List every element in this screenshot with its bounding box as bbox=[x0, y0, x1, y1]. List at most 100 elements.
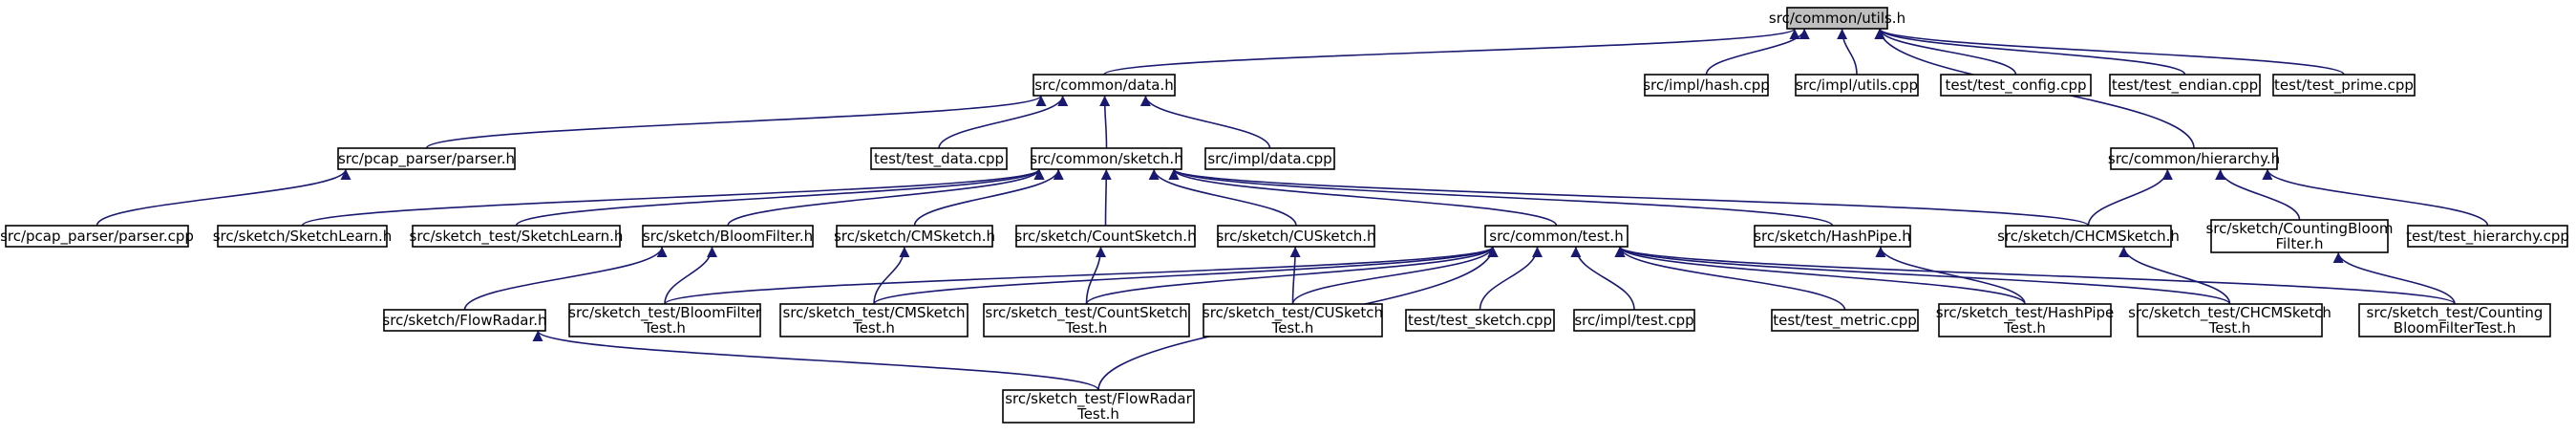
node-box bbox=[1940, 74, 2092, 97]
node-testmetric[interactable]: test/test_metric.cpp bbox=[1771, 309, 1919, 332]
node-label: src/common/data.h bbox=[1034, 76, 1173, 94]
edge-datacpp-to-data bbox=[1139, 95, 1271, 149]
node-box bbox=[983, 303, 1190, 337]
edge-flowradar-to-bloom bbox=[463, 246, 668, 311]
node-box bbox=[337, 147, 516, 170]
node-label: src/sketch_test/CMSketch bbox=[782, 304, 965, 322]
node-box bbox=[1754, 225, 1911, 248]
node-testdata[interactable]: test/test_data.cpp bbox=[870, 147, 1008, 170]
node-box bbox=[383, 309, 546, 332]
node-testconfig[interactable]: test/test_config.cpp bbox=[1940, 74, 2092, 97]
node-parsercpp[interactable]: src/pcap_parser/parser.cpp bbox=[0, 225, 194, 248]
node-box bbox=[412, 225, 621, 248]
node-testh[interactable]: src/common/test.h bbox=[1484, 225, 1629, 248]
node-box bbox=[1573, 309, 1695, 332]
edge-tcount-to-testh bbox=[1085, 246, 1499, 305]
node-box bbox=[5, 225, 189, 248]
edge-cus-to-sketch bbox=[1148, 168, 1297, 227]
node-box bbox=[2137, 303, 2323, 337]
edge-tflowradar-to-flowradar bbox=[532, 330, 1099, 391]
node-utils[interactable]: src/common/utils.h bbox=[1769, 7, 1905, 30]
edge-testendian-to-utils bbox=[1874, 28, 2186, 76]
node-label: test/test_endian.cpp bbox=[2112, 76, 2258, 95]
node-box bbox=[1644, 74, 1769, 97]
node-tcountingbloom[interactable]: src/sketch_test/CountingBloomFilterTest.… bbox=[2358, 303, 2551, 337]
node-label: Test.h bbox=[1271, 319, 1314, 337]
node-testsketchcpp[interactable]: test/test_sketch.cpp bbox=[1405, 309, 1555, 332]
edge-parsercpp-to-parserh bbox=[96, 168, 351, 227]
node-box bbox=[836, 225, 993, 248]
node-bloom[interactable]: src/sketch/BloomFilter.h bbox=[642, 225, 814, 248]
node-label: src/sketch_test/HashPipe bbox=[1936, 304, 2115, 322]
node-parserh[interactable]: src/pcap_parser/parser.h bbox=[337, 147, 516, 170]
node-hashcpp[interactable]: src/impl/hash.cpp bbox=[1643, 74, 1770, 97]
edge-tcountingbloom-to-testh bbox=[1614, 246, 2456, 305]
node-label: src/pcap_parser/parser.h bbox=[338, 150, 515, 168]
edge-hashcpp-to-utils bbox=[1705, 28, 1810, 76]
edge-sketchlearn-to-sketch bbox=[301, 168, 1045, 227]
node-testhier[interactable]: test/test_hierarchy.cpp bbox=[2406, 225, 2569, 248]
node-label: Test.h bbox=[1065, 319, 1108, 337]
node-label: test/test_prime.cpp bbox=[2274, 76, 2414, 95]
node-box bbox=[779, 303, 969, 337]
node-testcpp[interactable]: src/impl/test.cpp bbox=[1573, 309, 1695, 332]
node-utilscpp[interactable]: src/impl/utils.cpp bbox=[1795, 74, 1919, 97]
node-label: test/test_data.cpp bbox=[874, 150, 1004, 168]
edge-bloom-to-sketch bbox=[727, 168, 1045, 227]
edge-testhier-to-hierarchy bbox=[2262, 168, 2489, 227]
node-label: src/pcap_parser/parser.cpp bbox=[0, 228, 194, 246]
edge-data-to-utils bbox=[1103, 28, 1800, 76]
node-sketchlearn[interactable]: src/sketch/SketchLearn.h bbox=[213, 225, 393, 248]
node-box bbox=[2358, 303, 2551, 337]
node-tbloom[interactable]: src/sketch_test/BloomFilterTest.h bbox=[568, 303, 762, 337]
node-chcm[interactable]: src/sketch/CHCMSketch.h bbox=[1997, 225, 2180, 248]
edge-parserh-to-data bbox=[425, 95, 1047, 149]
edge-count-to-sketch bbox=[1100, 168, 1112, 227]
nodes-layer: src/common/utils.h src/common/data.h src/i… bbox=[0, 7, 2569, 424]
node-box bbox=[1203, 303, 1383, 337]
node-label: src/common/utils.h bbox=[1769, 10, 1905, 27]
node-label: src/sketch_test/CHCMSketch bbox=[2128, 304, 2331, 322]
node-label: src/sketch/FlowRadar.h bbox=[382, 312, 546, 329]
node-hashpipe[interactable]: src/sketch/HashPipe.h bbox=[1754, 225, 1911, 248]
node-testprime[interactable]: test/test_prime.cpp bbox=[2272, 74, 2416, 97]
node-box bbox=[1204, 147, 1335, 170]
node-label: src/sketch_test/SketchLearn.h bbox=[410, 228, 624, 246]
node-hierarchy[interactable]: src/common/hierarchy.h bbox=[2108, 147, 2280, 170]
node-cus[interactable]: src/sketch/CUSketch.h bbox=[1216, 225, 1376, 248]
node-label: Test.h bbox=[2208, 319, 2251, 337]
edges-layer bbox=[96, 28, 2489, 391]
node-sketch[interactable]: src/common/sketch.h bbox=[1030, 147, 1183, 170]
node-label: src/impl/utils.cpp bbox=[1796, 76, 1918, 94]
edge-tchcm-to-chcm bbox=[2118, 246, 2231, 305]
edge-tcms-to-cms bbox=[873, 246, 910, 305]
node-flowradar[interactable]: src/sketch/FlowRadar.h bbox=[382, 309, 547, 332]
edge-testdata-to-data bbox=[938, 95, 1069, 149]
node-label: src/impl/hash.cpp bbox=[1643, 76, 1770, 94]
edge-testconfig-to-utils bbox=[1874, 28, 2017, 76]
node-label: src/sketch/CMSketch.h bbox=[834, 228, 995, 245]
node-label: src/common/test.h bbox=[1489, 228, 1623, 245]
node-label: BloomFilterTest.h bbox=[2394, 319, 2516, 337]
node-testsketchlearn[interactable]: src/sketch_test/SketchLearn.h bbox=[410, 225, 624, 248]
node-label: test/test_sketch.cpp bbox=[1408, 312, 1552, 330]
node-testendian[interactable]: test/test_endian.cpp bbox=[2109, 74, 2261, 97]
edge-testmetric-to-testh bbox=[1614, 246, 1846, 311]
node-count[interactable]: src/sketch/CountSketch.h bbox=[1014, 225, 1197, 248]
node-cms[interactable]: src/sketch/CMSketch.h bbox=[834, 225, 995, 248]
node-datacpp[interactable]: src/impl/data.cpp bbox=[1204, 147, 1335, 170]
node-data[interactable]: src/common/data.h bbox=[1033, 74, 1176, 97]
node-label: src/sketch/CHCMSketch.h bbox=[1997, 228, 2180, 245]
node-label: Test.h bbox=[852, 319, 895, 337]
node-box bbox=[1405, 309, 1555, 332]
edge-tbloom-to-testh bbox=[664, 246, 1499, 305]
node-label: src/sketch_test/BloomFilter bbox=[568, 304, 762, 322]
node-box bbox=[1938, 303, 2112, 337]
